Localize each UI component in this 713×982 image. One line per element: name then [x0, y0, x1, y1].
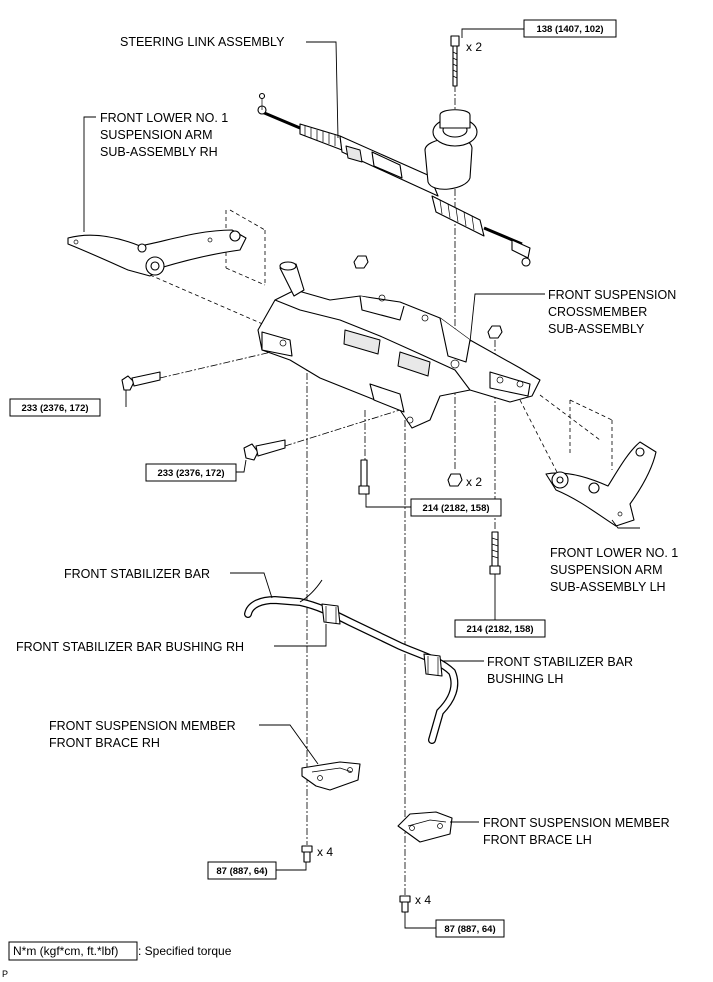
svg-text:214 (2182, 158): 214 (2182, 158)	[466, 624, 533, 635]
torque-box-brace-rh-bolt: 87 (887, 64)	[207, 861, 277, 880]
steering-mount-bolt	[450, 35, 460, 87]
legend-unit: N*m (kgf*cm, ft.*lbf)	[13, 944, 118, 958]
assembly-guide-lines	[149, 85, 613, 895]
label-brace-rh-line2: FRONT BRACE RH	[49, 736, 160, 750]
arm-bolt-rh-lower	[243, 439, 286, 461]
torque-box-steering-bolt: 138 (1407, 102)	[523, 19, 617, 38]
quantity-marks: x 2 x 2 x 4 x 4	[317, 40, 482, 907]
torque-specs: 138 (1407, 102) 233 (2376, 172) 233 (237…	[9, 19, 617, 938]
corner-mark: P	[2, 969, 8, 979]
label-brace-lh-line2: FRONT BRACE LH	[483, 833, 592, 847]
front-suspension-crossmember	[257, 261, 541, 429]
svg-text:233 (2376, 172): 233 (2376, 172)	[157, 468, 224, 479]
brace-lh-bolt	[399, 895, 411, 913]
qty-steering-bolt: x 2	[466, 40, 482, 54]
svg-text:138 (1407, 102): 138 (1407, 102)	[536, 24, 603, 35]
svg-text:214 (2182, 158): 214 (2182, 158)	[422, 503, 489, 514]
front-stabilizer-bar	[244, 579, 459, 744]
label-lower-arm-rh-line2: SUSPENSION ARM	[100, 128, 213, 142]
center-bolt	[358, 459, 370, 495]
label-lower-arm-rh-line3: SUB-ASSEMBLY RH	[100, 145, 218, 159]
label-lower-arm-lh-line2: SUSPENSION ARM	[550, 563, 663, 577]
qty-nut: x 2	[466, 475, 482, 489]
svg-text:87 (887, 64): 87 (887, 64)	[444, 924, 495, 935]
label-steering-link: STEERING LINK ASSEMBLY	[120, 35, 285, 49]
arm-bolt-rh-upper	[121, 371, 161, 391]
stabilizer-bushing-rh	[321, 603, 341, 625]
svg-text:233 (2376, 172): 233 (2376, 172)	[21, 403, 88, 414]
torque-box-center-bolt: 214 (2182, 158)	[410, 498, 502, 517]
label-crossmember-line2: CROSSMEMBER	[548, 305, 647, 319]
torque-box-brace-lh-bolt: 87 (887, 64)	[435, 919, 505, 938]
qty-brace-rh-bolt: x 4	[317, 845, 333, 859]
lower-arm-lh	[545, 441, 657, 527]
label-brace-lh-line1: FRONT SUSPENSION MEMBER	[483, 816, 670, 830]
steering-link-assembly	[257, 92, 531, 267]
torque-box-arm-bolt-rh-upper: 233 (2376, 172)	[9, 398, 101, 417]
crossmember-nuts	[353, 255, 503, 487]
label-bushing-lh-line1: FRONT STABILIZER BAR	[487, 655, 633, 669]
label-crossmember-line3: SUB-ASSEMBLY	[548, 322, 645, 336]
label-lower-arm-lh-line1: FRONT LOWER NO. 1	[550, 546, 678, 560]
stabilizer-bushing-lh	[423, 653, 443, 677]
svg-text:87 (887, 64): 87 (887, 64)	[216, 866, 267, 877]
leader-lines	[83, 28, 640, 929]
lower-arm-rh	[67, 229, 247, 277]
front-brace-rh	[301, 761, 361, 791]
label-crossmember-line1: FRONT SUSPENSION	[548, 288, 676, 302]
qty-brace-lh-bolt: x 4	[415, 893, 431, 907]
label-lower-arm-lh-line3: SUB-ASSEMBLY LH	[550, 580, 666, 594]
front-brace-lh	[397, 811, 453, 843]
torque-box-lh-bolt: 214 (2182, 158)	[454, 619, 546, 638]
torque-legend: N*m (kgf*cm, ft.*lbf) : Specified torque	[8, 941, 232, 961]
legend-text: : Specified torque	[138, 944, 232, 958]
label-brace-rh-line1: FRONT SUSPENSION MEMBER	[49, 719, 236, 733]
label-bushing-lh-line2: BUSHING LH	[487, 672, 563, 686]
label-lower-arm-rh-line1: FRONT LOWER NO. 1	[100, 111, 228, 125]
part-labels: STEERING LINK ASSEMBLY FRONT LOWER NO. 1…	[16, 35, 678, 847]
lh-bolt	[489, 531, 501, 575]
torque-box-arm-bolt-rh-lower: 233 (2376, 172)	[145, 463, 237, 482]
brace-rh-bolt	[301, 845, 313, 863]
label-stabilizer-bar: FRONT STABILIZER BAR	[64, 567, 210, 581]
label-bushing-rh: FRONT STABILIZER BAR BUSHING RH	[16, 640, 244, 654]
